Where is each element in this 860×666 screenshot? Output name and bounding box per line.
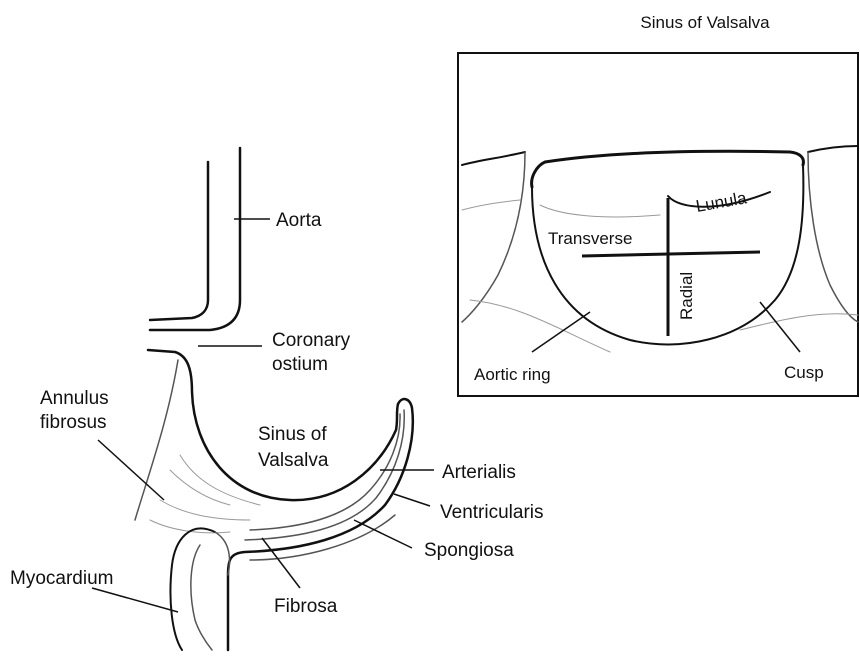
lunula-label: Lunula <box>694 188 748 216</box>
coronary-label-1: Coronary <box>272 330 351 351</box>
arterialis-label: Arterialis <box>442 462 516 483</box>
myocardium-inner <box>191 545 212 650</box>
aortic-ring-label: Aortic ring <box>474 365 551 384</box>
cusp-label: Cusp <box>784 363 824 382</box>
annulus-label-1: Annulus <box>40 388 109 409</box>
cusp-free-edge <box>532 151 804 187</box>
left-cusp-wall <box>462 152 525 322</box>
ventricularis-leader <box>394 494 430 506</box>
inset-panel: Sinus of Valsalva Lunula Transverse Radi… <box>458 13 858 396</box>
aorta-outer-wall <box>150 148 240 330</box>
radial-label: Radial <box>677 272 696 320</box>
fibrosa-leader <box>262 538 300 588</box>
annulus-outline <box>135 360 178 520</box>
right-cusp-wall <box>808 152 858 322</box>
right-cusp-edge <box>808 146 858 152</box>
cross-section: Aorta Coronary ostium Annulus fibrosus S… <box>10 148 544 650</box>
annulus-leader <box>98 440 164 500</box>
myocardium-outline <box>170 528 215 650</box>
aortic-ring-leader <box>532 312 590 352</box>
ventricularis-label: Ventricularis <box>440 502 544 523</box>
annulus-label-2: fibrosus <box>40 412 107 433</box>
myocardium-label: Myocardium <box>10 568 113 589</box>
left-cusp-edge <box>462 152 525 165</box>
inset-title: Sinus of Valsalva <box>640 13 770 32</box>
coronary-label-2: ostium <box>272 354 328 375</box>
spongiosa-label: Spongiosa <box>424 540 514 561</box>
aorta-inner-wall <box>150 162 208 320</box>
fibrosa-label: Fibrosa <box>274 596 338 617</box>
myocardium-leader <box>92 588 178 612</box>
sinus-label-1: Sinus of <box>258 424 327 445</box>
transverse-label: Transverse <box>548 229 632 248</box>
aorta-label: Aorta <box>276 210 322 231</box>
sinus-label-2: Valsalva <box>258 450 329 471</box>
transverse-axis <box>582 252 760 256</box>
fibrosa-line <box>250 515 395 560</box>
cusp-leader <box>760 302 800 352</box>
